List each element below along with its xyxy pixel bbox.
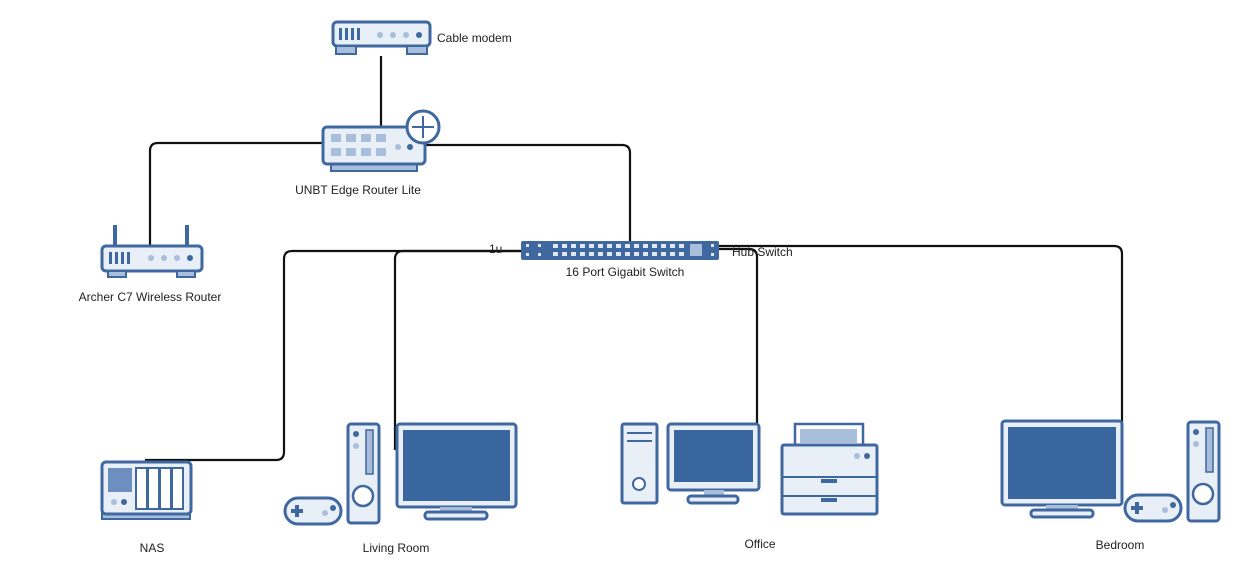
cable-modem-icon[interactable]	[331, 20, 432, 55]
switch-left-tag: 1u	[489, 242, 503, 256]
switch-port	[598, 244, 603, 248]
switch-port	[616, 252, 621, 256]
wire-switch-nas	[145, 249, 521, 462]
switch-port	[652, 252, 657, 256]
switch-led	[711, 244, 714, 247]
switch-port	[652, 244, 657, 248]
switch-led	[538, 244, 541, 247]
nas-label: NAS	[139, 541, 165, 555]
edge-router-label: UNBT Edge Router Lite	[295, 183, 421, 197]
tv-icon[interactable]	[395, 422, 518, 521]
switch-port	[670, 252, 675, 256]
switch-led	[538, 253, 541, 256]
living-room-label: Living Room	[362, 541, 430, 555]
living-room-devices	[283, 422, 518, 526]
wire-router-wireless	[148, 141, 322, 248]
switch-port	[553, 244, 558, 248]
gamepad-icon[interactable]	[1123, 493, 1183, 523]
wireless-router-icon[interactable]	[100, 225, 204, 278]
switch-port	[679, 252, 684, 256]
nas-icon[interactable]	[100, 460, 193, 520]
switch-port	[580, 244, 585, 248]
switch-port	[670, 244, 675, 248]
wire-switch-bedroom	[719, 244, 1124, 447]
switch-port	[553, 252, 558, 256]
switch-right-tag: Hub Switch	[732, 245, 793, 259]
wire-router-switch	[426, 143, 632, 242]
switch-port	[607, 252, 612, 256]
bedroom-label: Bedroom	[1095, 538, 1145, 552]
switch-port	[598, 252, 603, 256]
switch-port	[589, 244, 594, 248]
bedroom-devices	[1000, 419, 1221, 523]
game-console-icon[interactable]	[1186, 420, 1221, 523]
switch-led	[711, 253, 714, 256]
switch-port	[634, 244, 639, 248]
wire-switch-office	[719, 247, 759, 447]
office-devices	[620, 422, 879, 516]
switch-port	[625, 244, 630, 248]
switch-label: 16 Port Gigabit Switch	[565, 265, 685, 279]
switch-port	[562, 244, 567, 248]
switch-port	[589, 252, 594, 256]
switch-port	[571, 244, 576, 248]
edge-router-icon[interactable]	[321, 109, 441, 172]
wireless-router-label: Archer C7 Wireless Router	[78, 290, 222, 304]
switch-port	[562, 252, 567, 256]
switch-port	[661, 252, 666, 256]
switch-led	[526, 244, 529, 247]
office-label: Office	[744, 537, 776, 551]
switch-port	[607, 244, 612, 248]
switch-port	[616, 244, 621, 248]
switch-port	[643, 252, 648, 256]
switch-port	[661, 244, 666, 248]
tv-icon[interactable]	[1000, 419, 1124, 519]
switch-port	[634, 252, 639, 256]
switch-port	[679, 244, 684, 248]
game-console-icon[interactable]	[346, 422, 381, 525]
switch-port	[580, 252, 585, 256]
cable-modem-label: Cable modem	[437, 31, 512, 45]
switch-port	[571, 252, 576, 256]
gamepad-icon[interactable]	[283, 496, 343, 526]
gigabit-switch-icon[interactable]	[521, 241, 719, 260]
desktop-tower-icon[interactable]	[620, 422, 659, 505]
wire-switch-living-room	[393, 249, 521, 450]
printer-icon[interactable]	[780, 422, 879, 516]
switch-port	[643, 244, 648, 248]
switch-port	[625, 252, 630, 256]
connections	[145, 56, 1124, 462]
switch-led	[526, 253, 529, 256]
monitor-icon[interactable]	[666, 422, 761, 505]
